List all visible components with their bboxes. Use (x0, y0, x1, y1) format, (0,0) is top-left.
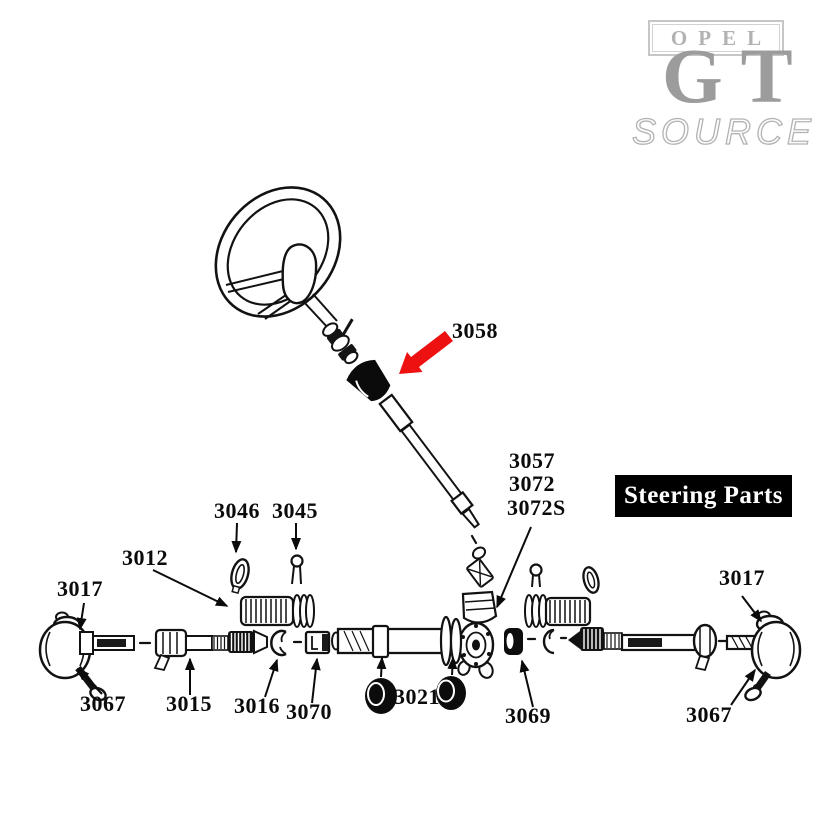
snap-ring-right (542, 628, 555, 655)
clamp-3046 (230, 558, 250, 595)
snap-ring-3016 (270, 629, 287, 657)
part-label-3072S: 3072S (507, 495, 566, 520)
part-label-3017-right: 3017 (719, 565, 765, 590)
bellows-boot-3012 (239, 594, 315, 628)
steering-gearbox (457, 621, 495, 679)
column-boot-3058 (346, 359, 391, 402)
rubber-mount-3021-right (436, 676, 466, 710)
tie-rod-end-right (725, 610, 802, 702)
steering-parts-banner: Steering Parts (615, 475, 792, 517)
clip-right (529, 563, 543, 588)
source-logo-text: SOURCE (631, 111, 817, 152)
part-label-3046: 3046 (214, 498, 260, 523)
part-label-3045: 3045 (272, 498, 318, 523)
part-label-3057: 3057 (509, 448, 555, 473)
part-label-3012: 3012 (122, 545, 168, 570)
bellows-boot-right (524, 594, 592, 628)
opel-logo-box: OPEL (648, 20, 784, 56)
part-label-3016: 3016 (234, 693, 280, 718)
part-label-3058: 3058 (452, 318, 498, 343)
part-label-3017-left: 3017 (57, 576, 103, 601)
opel-logo-text: OPEL (670, 25, 773, 50)
bushing-3070 (304, 630, 331, 655)
steering-parts-banner-label: Steering Parts (623, 482, 784, 509)
steering-wheel-drawing (214, 186, 342, 330)
part-label-3021: 3021 (394, 684, 440, 709)
label-arrows (76, 522, 762, 708)
part-label-3067-left: 3067 (80, 691, 126, 716)
part-label-3015: 3015 (166, 691, 212, 716)
rubber-mount-3021-left (365, 678, 397, 714)
part-label-3070: 3070 (286, 699, 332, 724)
clip-3045 (290, 554, 304, 585)
steering-coupling (461, 546, 498, 624)
part-label-3069: 3069 (505, 703, 551, 728)
part-label-3072: 3072 (509, 471, 555, 496)
part-label-3067-right: 3067 (686, 702, 732, 727)
column-switch-hardware (322, 318, 359, 365)
bushing-3069 (504, 628, 523, 655)
inner-tie-rod-right (568, 623, 728, 672)
clamp-right (582, 566, 600, 594)
tie-rod-end-left (38, 611, 135, 702)
rack-tube (331, 615, 463, 667)
gt-logo-text: GT (662, 32, 811, 119)
red-highlight-arrow (399, 331, 453, 374)
steering-column-shaft (378, 393, 480, 545)
inner-tie-rod-left (138, 628, 268, 672)
